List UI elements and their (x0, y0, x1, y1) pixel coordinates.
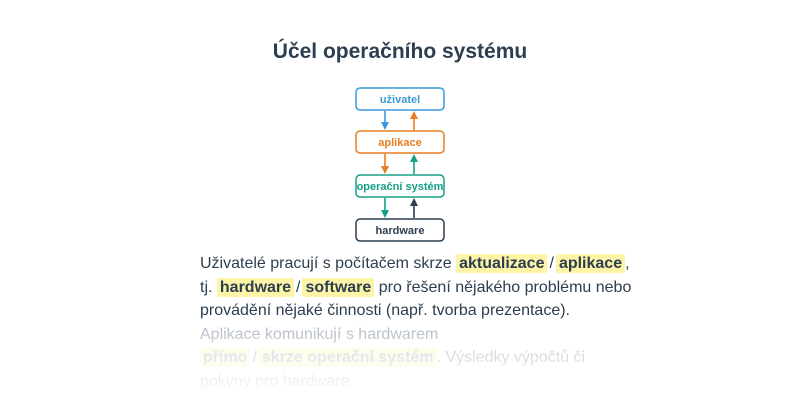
paragraph-line-4: Aplikace komunikují s hardwarem (200, 325, 439, 343)
choice-primo[interactable]: přímo (200, 348, 251, 367)
os-layer-diagram: uživatel aplikace operační systém hardwa… (355, 87, 445, 242)
box-operacni-system: operační systém (355, 174, 445, 198)
paragraph-line-2: tj. hardware/software pro řešení nějakéh… (200, 277, 632, 297)
box-hardware: hardware (355, 218, 445, 242)
choice-hardware[interactable]: hardware (216, 277, 295, 297)
paragraph-line-5: přímo/skrze operační systém. Výsledky vý… (200, 346, 620, 370)
box-aplikace: aplikace (355, 130, 445, 154)
page-title: Účel operačního systému (272, 40, 528, 63)
choice-aktualizace[interactable]: aktualizace (456, 254, 548, 273)
box-uzivatel-label: uživatel (380, 94, 420, 106)
box-operacni-system-label: operační systém (357, 181, 444, 193)
box-hardware-label: hardware (376, 225, 425, 237)
paragraph-line-6: pokyny pro hardware (200, 372, 350, 390)
paragraph-line-3: provádění nějaké činnosti (např. tvorba … (200, 302, 570, 319)
paragraph-line-1: Uživatelé pracují s počítačem skrze aktu… (200, 254, 630, 273)
choice-aplikace[interactable]: aplikace (555, 254, 626, 273)
choice-skrze-os[interactable]: skrze operační systém (258, 348, 437, 367)
box-uzivatel: uživatel (355, 87, 445, 111)
explanation-paragraph: Uživatelé pracují s počítačem skrze aktu… (200, 252, 632, 393)
choice-software[interactable]: software (302, 277, 375, 297)
box-aplikace-label: aplikace (378, 137, 421, 149)
